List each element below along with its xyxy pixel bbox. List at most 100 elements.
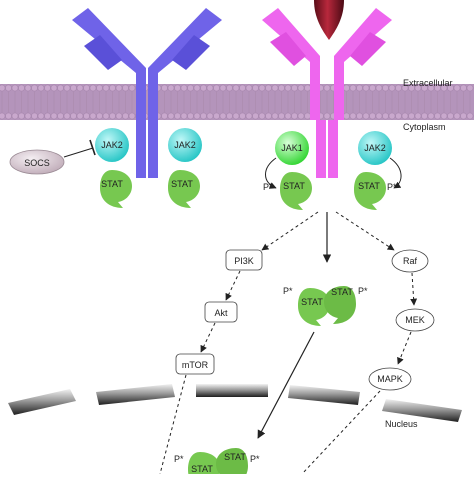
lipid-head-inner xyxy=(245,112,253,120)
lipid-head-outer xyxy=(414,84,422,92)
lipid-head-inner xyxy=(115,112,123,120)
right-stat-right-label: STAT xyxy=(358,181,380,191)
arrow-mek-to-mapk xyxy=(397,331,412,365)
nuclear-pore-segment-1 xyxy=(8,389,76,415)
lipid-head-outer xyxy=(161,84,168,92)
right-jak1-label: JAK1 xyxy=(281,143,303,153)
lipid-head-outer xyxy=(206,84,214,92)
lipid-head-outer xyxy=(427,84,435,92)
lipid-head-outer xyxy=(421,84,428,92)
right-receptor-lobe-right xyxy=(350,32,386,66)
lipid-head-outer xyxy=(18,84,25,92)
lipid-head-inner xyxy=(0,112,6,120)
lipid-head-inner xyxy=(89,112,97,120)
lipid-head-inner xyxy=(5,112,12,120)
arrow-mapk-down xyxy=(301,390,381,475)
right-receptor-gap xyxy=(326,120,328,178)
lipid-head-outer xyxy=(362,84,370,92)
lipid-head-outer xyxy=(37,84,45,92)
lipid-head-outer xyxy=(226,84,233,92)
nuclear-pore-segment-2 xyxy=(96,384,175,405)
left-receptor-gap xyxy=(146,120,148,178)
lipid-head-inner xyxy=(304,112,311,120)
lipid-head-inner xyxy=(193,112,201,120)
lipid-head-inner xyxy=(453,112,461,120)
pi3k-label: PI3K xyxy=(234,256,254,266)
lipid-head-outer xyxy=(0,84,6,92)
lipid-head-inner xyxy=(401,112,409,120)
arrow-pi3k-to-akt xyxy=(225,270,241,301)
nuclear-pore-segment-3 xyxy=(196,384,268,397)
right-jak2 xyxy=(358,131,392,165)
lipid-head-outer xyxy=(180,84,188,92)
arrow-raf-to-mek xyxy=(410,272,418,306)
lipid-head-outer xyxy=(102,84,110,92)
lipid-head-outer xyxy=(24,84,32,92)
lipid-head-outer xyxy=(167,84,175,92)
lipid-head-inner xyxy=(50,112,58,120)
mek-label: MEK xyxy=(405,315,425,325)
arrow-akt-to-mtor xyxy=(200,322,216,353)
lipid-head-inner xyxy=(219,112,227,120)
jak2-phosphorylation-arrow xyxy=(389,157,402,189)
nuclear-stat-left-label: STAT xyxy=(191,464,213,474)
lipid-head-inner xyxy=(57,112,64,120)
right-stat-left-phospho: P* xyxy=(263,182,273,192)
stat-dimer-cytoplasm: STAT STAT P* P* xyxy=(283,286,368,326)
label-cytoplasm: Cytoplasm xyxy=(403,122,446,132)
right-jak1 xyxy=(275,131,309,165)
lipid-head-inner xyxy=(96,112,103,120)
lipid-head-outer xyxy=(297,84,305,92)
lipid-head-inner xyxy=(213,112,220,120)
lipid-head-inner xyxy=(427,112,435,120)
lipid-head-outer xyxy=(258,84,266,92)
lipid-head-inner xyxy=(258,112,266,120)
lipid-head-outer xyxy=(11,84,19,92)
lipid-head-inner xyxy=(128,112,136,120)
socs-inhibition-line xyxy=(63,147,94,158)
lipid-head-outer xyxy=(50,84,58,92)
raf-node xyxy=(391,249,429,273)
socs-node xyxy=(9,149,65,175)
lipid-head-inner xyxy=(278,112,285,120)
lipid-head-outer xyxy=(369,84,376,92)
label-nucleus: Nucleus xyxy=(385,419,418,429)
lipid-head-outer xyxy=(44,84,51,92)
lipid-head-inner xyxy=(323,112,331,120)
lipid-head-inner xyxy=(395,112,402,120)
lipid-head-inner xyxy=(31,112,38,120)
lipid-head-inner xyxy=(70,112,77,120)
lipid-head-inner xyxy=(44,112,51,120)
lipid-head-outer xyxy=(271,84,279,92)
lipid-head-inner xyxy=(252,112,259,120)
raf-label: Raf xyxy=(403,256,418,266)
lipid-head-inner xyxy=(76,112,84,120)
mtor-box xyxy=(175,353,215,375)
right-receptor xyxy=(262,0,392,178)
left-receptor-lobe-right xyxy=(172,35,210,70)
lipid-head-outer xyxy=(213,84,220,92)
lipid-head-inner xyxy=(122,112,129,120)
dimer-phospho-right: P* xyxy=(358,286,368,296)
lipid-head-outer xyxy=(89,84,97,92)
left-stat-left xyxy=(100,170,132,208)
lipid-head-outer xyxy=(57,84,64,92)
left-stat-right xyxy=(168,170,200,208)
lipid-head-outer xyxy=(388,84,396,92)
left-receptor xyxy=(72,8,222,178)
right-jak2-label: JAK2 xyxy=(364,143,386,153)
left-jak2-right xyxy=(168,128,202,162)
lipid-head-outer xyxy=(31,84,38,92)
lipid-head-outer xyxy=(466,84,474,92)
akt-box xyxy=(204,301,238,323)
lipid-head-inner xyxy=(109,112,116,120)
lipid-head-outer xyxy=(447,84,454,92)
lipid-head-inner xyxy=(206,112,214,120)
lipid-head-inner xyxy=(265,112,272,120)
lipid-head-outer xyxy=(193,84,201,92)
lipid-head-outer xyxy=(408,84,415,92)
lipid-head-outer xyxy=(174,84,181,92)
lipid-head-inner xyxy=(440,112,448,120)
dimer-stat-right-label: STAT xyxy=(331,287,353,297)
lipid-head-outer xyxy=(460,84,467,92)
